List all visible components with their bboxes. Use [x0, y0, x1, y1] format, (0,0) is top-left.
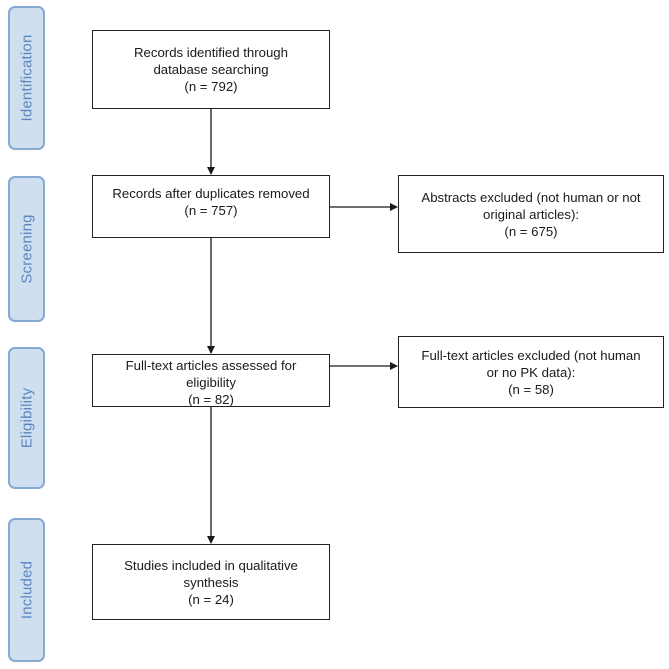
stage-screening: Screening: [8, 176, 45, 322]
box-after-duplicates-line1: Records after duplicates removed: [112, 186, 310, 201]
box-abstracts-excluded: Abstracts excluded (not human or not ori…: [398, 175, 664, 253]
box-after-duplicates-count: (n = 757): [184, 203, 238, 218]
box-records-identified-count: (n = 792): [184, 79, 238, 94]
box-fulltext-excluded-line2: or no PK data):: [486, 364, 576, 380]
box-abstracts-excluded-count: (n = 675): [504, 223, 558, 239]
stage-identification: Identification: [8, 6, 45, 150]
box-fulltext-assessed-line2: eligibility: [186, 375, 236, 390]
box-fulltext-assessed-line1: Full-text articles assessed for: [125, 358, 297, 373]
box-abstracts-excluded-line1: Abstracts excluded (not human or not: [421, 189, 641, 205]
box-fulltext-assessed-count: (n = 82): [188, 392, 234, 407]
stage-eligibility: Eligibility: [8, 347, 45, 489]
box-records-identified-line1: Records identified through: [134, 45, 288, 60]
box-studies-included-line2: synthesis: [183, 574, 239, 590]
box-records-identified-line2: database searching: [153, 62, 269, 77]
box-abstracts-excluded-line2: original articles):: [482, 206, 579, 222]
box-studies-included-line1: Studies included in qualitative: [124, 557, 298, 573]
box-records-identified: Records identified through database sear…: [92, 30, 330, 109]
box-after-duplicates: Records after duplicates removed (n = 75…: [92, 175, 330, 238]
box-fulltext-excluded: Full-text articles excluded (not human o…: [398, 336, 664, 408]
box-fulltext-assessed: Full-text articles assessed for eligibil…: [92, 354, 330, 407]
box-studies-included: Studies included in qualitative synthesi…: [92, 544, 330, 620]
box-studies-included-count: (n = 24): [188, 591, 234, 607]
box-fulltext-excluded-line1: Full-text articles excluded (not human: [421, 347, 641, 363]
stage-included: Included: [8, 518, 45, 662]
box-fulltext-excluded-count: (n = 58): [508, 381, 554, 397]
